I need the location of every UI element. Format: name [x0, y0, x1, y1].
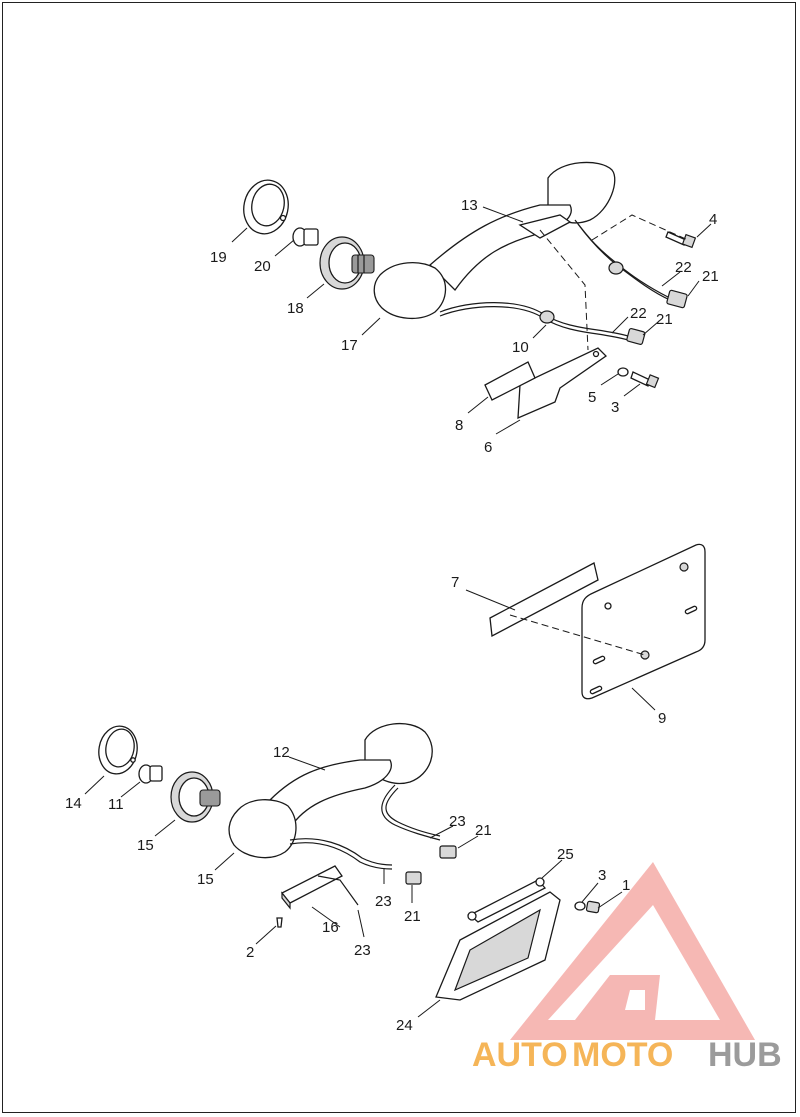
callout-21-a: 21 — [702, 268, 719, 285]
callout-7: 7 — [451, 574, 459, 591]
part-13-turn-signal-bar — [373, 161, 616, 319]
callout-21-d: 21 — [404, 908, 421, 925]
callout-18: 18 — [287, 300, 304, 317]
part-18-housing — [319, 236, 375, 290]
callout-6: 6 — [484, 439, 492, 456]
callout-2: 2 — [246, 944, 254, 961]
callout-19: 19 — [210, 249, 227, 266]
callout-22-a: 22 — [675, 259, 692, 276]
callout-24: 24 — [396, 1017, 413, 1034]
wire-top-right — [574, 219, 669, 298]
callout-9: 9 — [658, 710, 666, 727]
callout-22-b: 22 — [630, 305, 647, 322]
part-12-turn-signal-bar — [228, 722, 433, 859]
part-21-connector-a — [666, 289, 688, 309]
part-3-bolt-top — [630, 371, 660, 389]
part-3-washer-bottom — [574, 901, 586, 911]
part-24-license-bracket — [435, 891, 561, 1001]
callout-20: 20 — [254, 258, 271, 275]
callout-15-b: 15 — [197, 871, 214, 888]
callout-4: 4 — [709, 211, 717, 228]
watermark-text: AUTO MOTO HUB — [472, 1036, 782, 1074]
callout-11: 11 — [108, 796, 124, 813]
part-19-lens — [243, 179, 289, 235]
callout-21-b: 21 — [656, 311, 673, 328]
part-5-washer — [617, 367, 629, 377]
part-21-connector-d — [405, 871, 422, 885]
callout-14: 14 — [65, 795, 82, 812]
callout-3-top: 3 — [611, 399, 619, 416]
callout-17: 17 — [341, 337, 358, 354]
callout-8: 8 — [455, 417, 463, 434]
watermark-part-auto: AUTO — [472, 1036, 568, 1074]
callout-13: 13 — [461, 197, 478, 214]
part-6-bracket — [517, 347, 608, 420]
callout-21-c: 21 — [475, 822, 492, 839]
part-10-grommet — [539, 310, 555, 324]
leader-lines — [84, 206, 712, 1018]
callout-3-bottom: 3 — [598, 867, 606, 884]
callout-1: 1 — [622, 877, 630, 894]
callout-10: 10 — [512, 339, 529, 356]
wire-top-left — [439, 302, 629, 337]
part-15-housing-a — [170, 771, 221, 823]
callout-5: 5 — [588, 389, 596, 406]
part-20-bulb — [292, 227, 319, 247]
callout-15-a: 15 — [137, 837, 154, 854]
callout-23-a: 23 — [449, 813, 466, 830]
part-14-lens — [98, 725, 138, 775]
part-11-bulb — [138, 764, 163, 784]
part-21-connector-c — [439, 845, 457, 859]
callout-16: 16 — [322, 919, 339, 936]
part-1-bolt — [585, 900, 601, 914]
watermark-part-hub: HUB — [708, 1036, 782, 1074]
part-21-connector-b — [626, 327, 646, 345]
part-8-reflector — [484, 361, 536, 401]
callout-23-b: 23 — [375, 893, 392, 910]
part-2-screw — [276, 917, 283, 928]
part-16-plate-lamp — [280, 865, 359, 910]
part-25-bracket-arm — [467, 877, 547, 923]
watermark-part-moto: MOTO — [572, 1036, 673, 1074]
part-9-license-plate-bracket — [581, 543, 706, 700]
watermark-logo — [510, 862, 755, 1040]
callout-23-c: 23 — [354, 942, 371, 959]
part-22-grommet-a — [608, 261, 624, 275]
callout-12: 12 — [273, 744, 290, 761]
part-4-bolt — [665, 231, 697, 249]
callout-25: 25 — [557, 846, 574, 863]
part-7-reflector-strip — [489, 562, 599, 638]
callout-labels: 19 20 18 17 13 4 22 21 10 22 21 5 3 8 6 … — [65, 197, 719, 1034]
